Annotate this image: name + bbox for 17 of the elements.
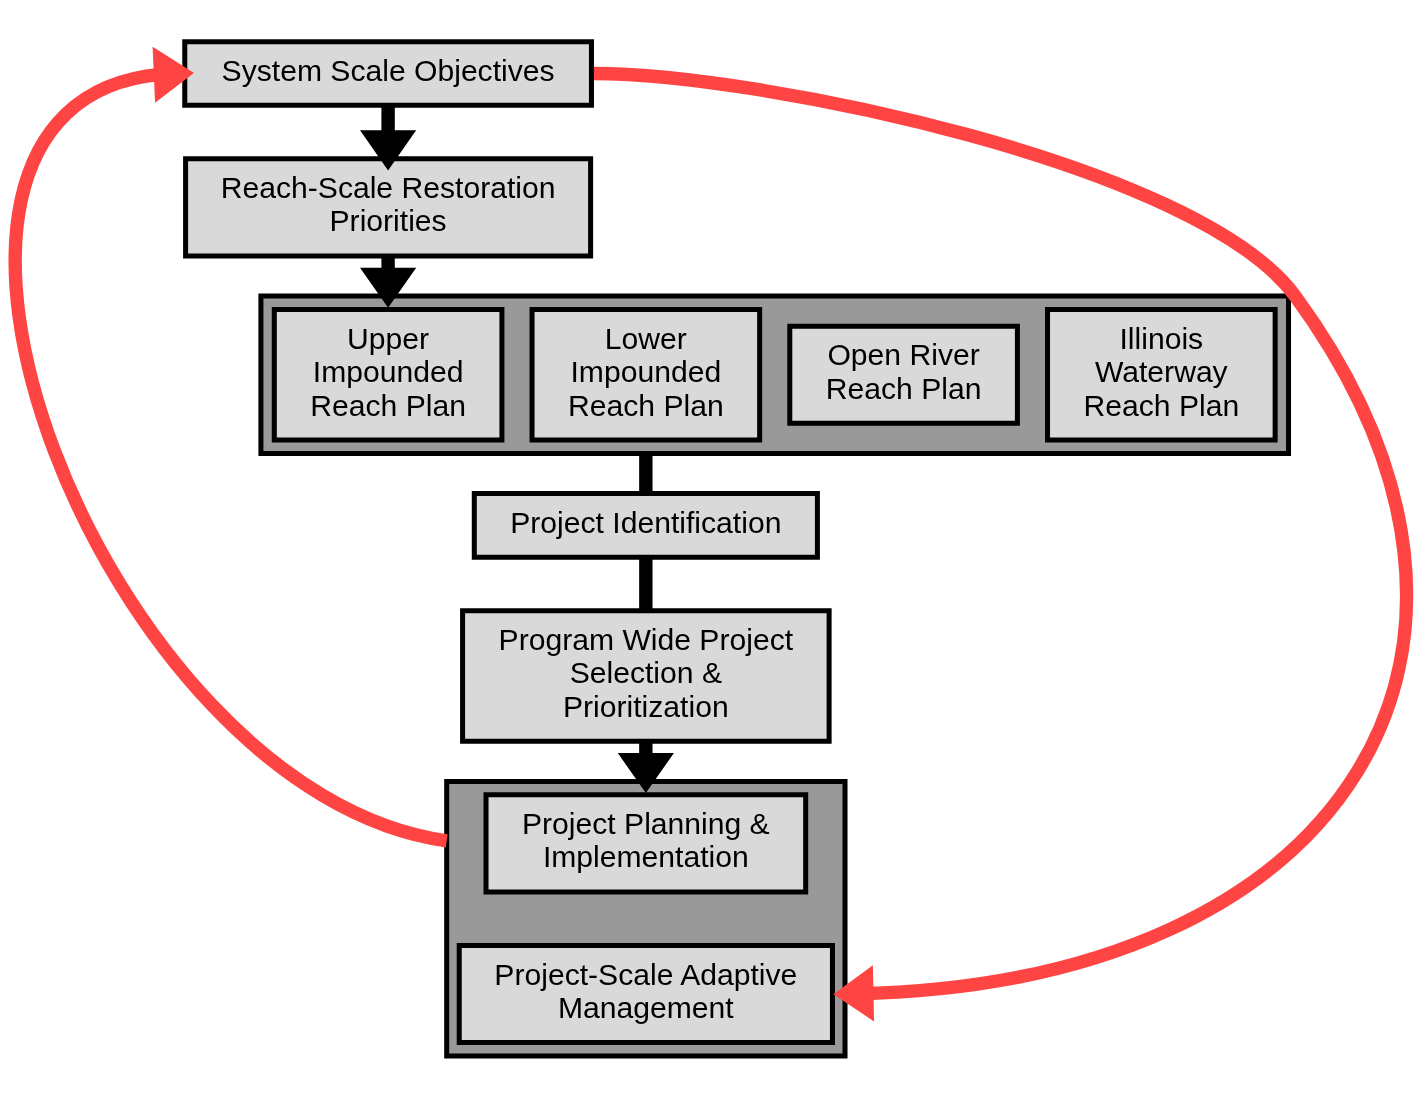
connector: [639, 453, 653, 494]
node-box: Project Identification: [471, 491, 820, 560]
node-box: Project-Scale Adaptive Management: [456, 942, 835, 1046]
arrow: [593, 66, 1412, 1022]
arrow: [360, 105, 417, 171]
connector: [639, 557, 653, 611]
node-box: Project Planning & Implementation: [483, 792, 809, 895]
node-box: System Scale Objectives: [182, 39, 594, 108]
node-box: Lower Impounded Reach Plan: [529, 306, 763, 443]
node-box: Illinois Waterway Reach Plan: [1045, 306, 1278, 443]
node-box: Upper Impounded Reach Plan: [271, 306, 505, 443]
node-box: Reach-Scale Restoration Priorities: [183, 156, 594, 259]
cluster: [258, 293, 1292, 456]
cluster: [444, 778, 848, 1059]
node-box: Program Wide Project Selection & Prioritization: [460, 608, 832, 744]
node-box: Open River Reach Plan: [787, 323, 1020, 426]
arrow: [9, 46, 449, 848]
